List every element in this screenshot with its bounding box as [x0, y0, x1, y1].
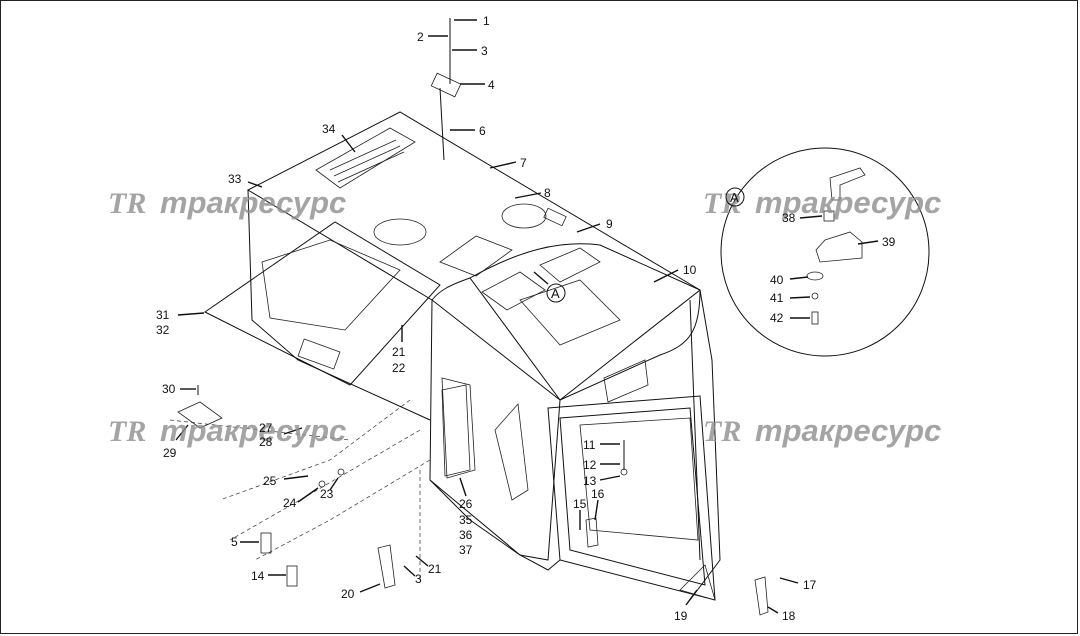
part-label-16: 16: [591, 487, 605, 501]
watermark-text: тракресурс: [160, 185, 346, 220]
leader-lines: [175, 19, 879, 614]
part-label-8: 8: [544, 186, 551, 200]
part-label-23: 23: [320, 487, 334, 501]
detail-marker-main: A: [546, 283, 566, 303]
part-label-39: 39: [882, 235, 896, 249]
part-label-1: 1: [483, 14, 490, 28]
part-label-6: 6: [479, 124, 486, 138]
part-label-41: 41: [770, 291, 784, 305]
part-label-36: 36: [459, 528, 473, 542]
cab-body: [169, 18, 769, 616]
part-label-32: 32: [156, 323, 170, 337]
watermark-text: тракресурс: [755, 185, 941, 220]
part-label-14: 14: [251, 569, 265, 583]
part-label-29: 29: [163, 446, 177, 460]
part-label-28: 28: [259, 435, 273, 449]
part-label-20: 20: [341, 587, 355, 601]
part-label-17: 17: [803, 578, 817, 592]
part-label-30: 30: [162, 382, 176, 396]
watermark-1: TR тракресурс: [108, 185, 346, 220]
part-label-37: 37: [459, 543, 473, 557]
part-label-22: 22: [392, 361, 406, 375]
part-label-18: 18: [782, 609, 796, 623]
part-label-25: 25: [263, 474, 277, 488]
watermark-text: тракресурс: [160, 413, 346, 448]
watermark-logo: TR: [108, 187, 146, 220]
watermark-logo: TR: [703, 415, 741, 448]
part-label-2: 2: [417, 30, 424, 44]
part-label-24: 24: [283, 496, 297, 510]
part-label-42: 42: [770, 311, 784, 325]
detail-marker-text: A: [730, 190, 739, 205]
part-label-19: 19: [674, 609, 688, 623]
watermark-4: TR тракресурс: [703, 413, 941, 448]
detail-marker-text: A: [551, 286, 560, 301]
part-label-7: 7: [520, 156, 527, 170]
part-label-21: 21: [392, 345, 406, 359]
part-label-31: 31: [156, 308, 170, 322]
part-label-15: 15: [573, 497, 587, 511]
part-label-11: 11: [583, 438, 596, 452]
watermark-logo: TR: [703, 187, 741, 220]
part-label-40: 40: [770, 273, 784, 287]
part-label-12: 12: [583, 458, 597, 472]
part-label-10: 10: [683, 263, 697, 277]
part-label-35: 35: [459, 513, 473, 527]
watermark-2: TR тракресурс: [703, 185, 941, 220]
part-label-5: 5: [231, 535, 238, 549]
part-label-21b: 21: [428, 562, 442, 576]
part-labels: 1 2 3 4 6 7 8 9 10 34 33 31 32 21 22 30 …: [156, 14, 896, 623]
roof-vent-slots: [329, 139, 405, 183]
part-label-9: 9: [606, 217, 613, 231]
watermark-logo: TR: [108, 415, 146, 448]
part-label-38: 38: [782, 211, 796, 225]
watermark-3: TR тракресурс: [108, 413, 346, 448]
part-label-33: 33: [228, 172, 242, 186]
part-label-34: 34: [322, 122, 336, 136]
watermark-text: тракресурс: [755, 413, 941, 448]
detail-marker-circle: A: [725, 187, 745, 207]
detail-a: [720, 147, 930, 357]
part-label-27: 27: [259, 421, 273, 435]
part-label-26: 26: [459, 497, 473, 511]
part-label-4: 4: [488, 78, 495, 92]
part-label-3: 3: [481, 44, 488, 58]
part-label-3b: 3: [415, 572, 422, 586]
part-label-13: 13: [583, 474, 597, 488]
